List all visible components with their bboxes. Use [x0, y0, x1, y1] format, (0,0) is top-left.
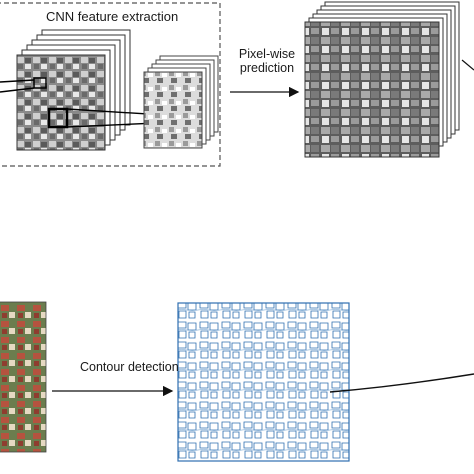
aerial-image — [0, 301, 47, 453]
small-kernel-box — [33, 77, 47, 89]
pixelwise-label-line2: prediction — [239, 61, 295, 76]
feature-map-stack-small — [143, 55, 219, 149]
top-continuation-line — [461, 59, 474, 71]
kernel-line-left-top — [0, 79, 35, 83]
feature-map-stack-large — [16, 29, 131, 151]
prediction-map-stack — [304, 1, 460, 158]
cnn-feature-extraction-title: CNN feature extraction — [46, 9, 179, 24]
cnn-feature-extraction-box — [0, 2, 221, 167]
contour-detection-label: Contour detection — [80, 360, 179, 374]
pixelwise-label-line1: Pixel-wise — [238, 47, 296, 61]
contour-output-line — [329, 373, 474, 393]
large-kernel-box — [47, 107, 69, 129]
pixelwise-prediction-label: Pixel-wise prediction — [234, 47, 300, 76]
contour-map — [177, 302, 350, 462]
kernel-line-left-bottom — [0, 87, 35, 93]
